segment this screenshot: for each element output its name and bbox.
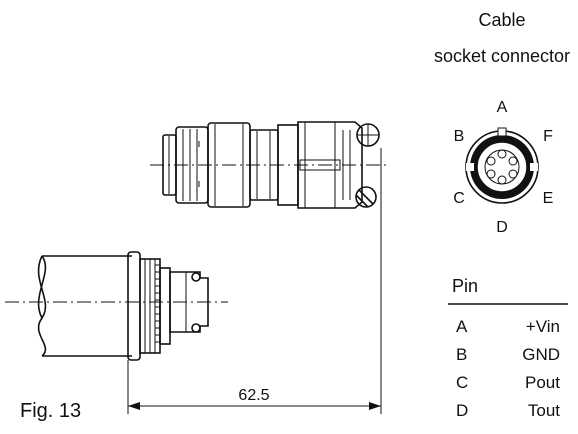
figure-label: Fig. 13: [20, 400, 81, 422]
pin-row-1-pin: A: [456, 317, 468, 336]
pin-row-2-signal: GND: [522, 345, 560, 364]
pin-label-f: F: [543, 128, 553, 145]
pin-table: Pin A +Vin B GND C Pout D Tout: [448, 276, 568, 420]
knurl-pattern: [155, 264, 160, 343]
pin-label-e: E: [543, 190, 554, 207]
pin-row-2-pin: B: [456, 345, 467, 364]
pin-label-b: B: [454, 128, 465, 145]
connector-title-line2: socket connector: [434, 46, 570, 66]
pin-row-1-signal: +Vin: [526, 317, 560, 336]
socket-front-view: Cable socket connector A B C D E F: [434, 10, 570, 236]
dimension-62-5: 62.5: [127, 148, 382, 414]
pin-label-d: D: [496, 219, 508, 236]
pin-row-3-pin: C: [456, 373, 468, 392]
pin-table-header: Pin: [452, 276, 478, 296]
lower-connector-side-view: [5, 251, 228, 361]
pin-label-a: A: [497, 99, 508, 116]
pin-row-3-signal: Pout: [525, 373, 560, 392]
pin-row-4-signal: Tout: [528, 401, 560, 420]
upper-connector-side-view: [150, 121, 390, 209]
pin-row-4-pin: D: [456, 401, 468, 420]
connector-title-line1: Cable: [478, 10, 525, 30]
pin-label-c: C: [453, 190, 465, 207]
dimension-value: 62.5: [238, 387, 269, 404]
